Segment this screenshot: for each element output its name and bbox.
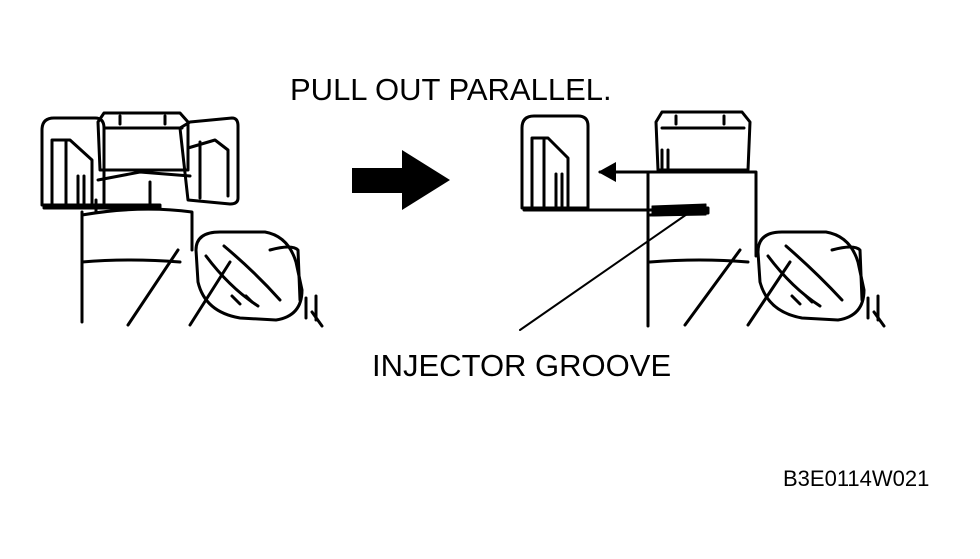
right-fuel-pipe xyxy=(756,230,866,322)
right-connector-top xyxy=(654,110,752,172)
injector-groove xyxy=(651,203,707,217)
left-injector-illustration xyxy=(40,111,324,328)
left-connector-clip xyxy=(40,116,106,208)
left-connector-top xyxy=(96,111,190,172)
injector-groove-label: INJECTOR GROOVE xyxy=(372,348,672,383)
instruction-label: PULL OUT PARALLEL. xyxy=(290,72,612,107)
figure-code-label: B3E0114W021 xyxy=(783,466,930,491)
left-fuel-pipe xyxy=(194,230,304,322)
groove-leader-line xyxy=(519,211,691,331)
left-connector-right-clip xyxy=(178,116,240,206)
right-injector-illustration xyxy=(519,110,886,331)
right-arrow-icon xyxy=(352,150,450,210)
left-arrow-icon xyxy=(598,162,652,182)
left-injector-body xyxy=(80,207,194,324)
right-connector-clip xyxy=(520,114,590,210)
right-injector-body xyxy=(646,170,758,258)
